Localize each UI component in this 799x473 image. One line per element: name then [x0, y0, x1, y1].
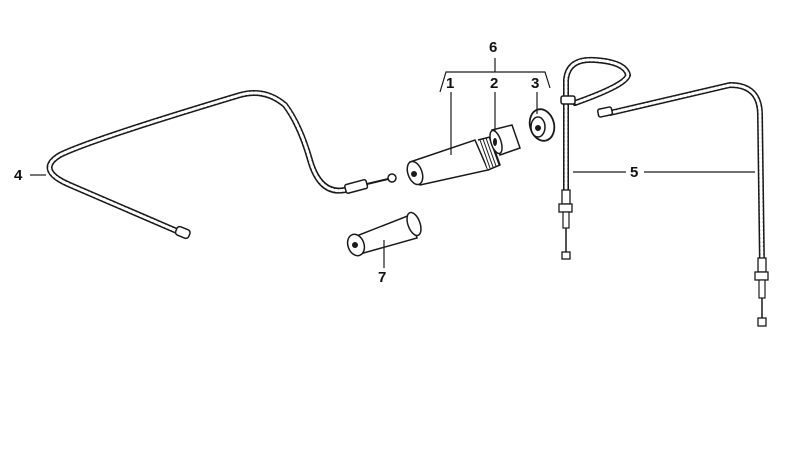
- callout-3: 3: [531, 75, 540, 92]
- callout-2: 2: [490, 75, 499, 92]
- cable-adjuster-icon: [754, 257, 769, 327]
- callout-4: 4: [14, 167, 23, 184]
- cable-5-left: [558, 56, 632, 260]
- cable-adjuster-icon: [558, 189, 573, 260]
- cable-4: [46, 90, 397, 240]
- part-1-throttle-tube: [406, 136, 501, 186]
- part-2-slider: [489, 124, 521, 156]
- leader-lines: [30, 58, 755, 268]
- cable-5-right: [596, 81, 769, 327]
- callout-6: 6: [489, 39, 498, 56]
- callout-5: 5: [630, 164, 639, 181]
- callout-1: 1: [446, 75, 455, 92]
- part-7-handlebar-grip: [346, 211, 422, 257]
- cable-adjuster-icon: [344, 173, 397, 194]
- callout-7: 7: [378, 269, 387, 286]
- part-3-union-nut: [528, 108, 556, 142]
- cable-end-ferrule-icon: [174, 225, 191, 240]
